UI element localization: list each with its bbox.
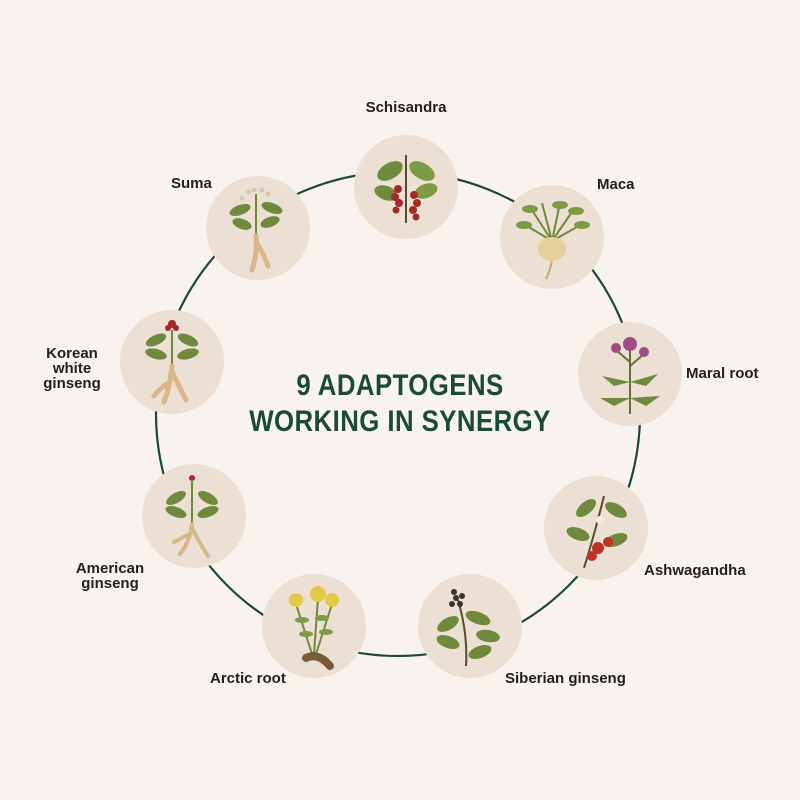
siberian-ginseng-label: Siberian ginseng — [505, 670, 626, 687]
arctic-root-label: Arctic root — [210, 670, 286, 687]
maca-root-icon — [500, 185, 604, 289]
korean-ginseng-label-line-3: ginseng — [43, 375, 101, 392]
diagram-title: 9 ADAPTOGENS WORKING IN SYNERGY — [228, 368, 572, 440]
maral-root-label: Maral root — [686, 365, 759, 382]
american-ginseng-label-line-2: ginseng — [81, 575, 139, 592]
korean-ginseng-icon — [120, 310, 224, 414]
maral-thistle-icon — [578, 322, 682, 426]
arctic-root-icon — [262, 574, 366, 678]
schisandra-label: Schisandra — [365, 99, 447, 116]
schisandra-plant-icon — [354, 135, 458, 239]
title-line-2: WORKING IN SYNERGY — [249, 405, 551, 438]
american-ginseng-label-line-1: American — [75, 560, 145, 577]
korean-ginseng-label-line-1: Korean — [46, 345, 98, 362]
ashwagandha-plant-icon — [544, 476, 648, 580]
american-ginseng-label: American ginseng — [70, 561, 150, 591]
korean-ginseng-label-line-2: white — [52, 360, 92, 377]
suma-root-icon — [206, 176, 310, 280]
maca-label: Maca — [597, 176, 635, 193]
american-ginseng-icon — [142, 464, 246, 568]
suma-label: Suma — [171, 175, 212, 192]
title-line-1: 9 ADAPTOGENS — [296, 369, 504, 402]
korean-white-ginseng-label: Korean white ginseng — [42, 346, 102, 391]
ashwagandha-label: Ashwagandha — [644, 562, 746, 579]
siberian-ginseng-icon — [418, 574, 522, 678]
